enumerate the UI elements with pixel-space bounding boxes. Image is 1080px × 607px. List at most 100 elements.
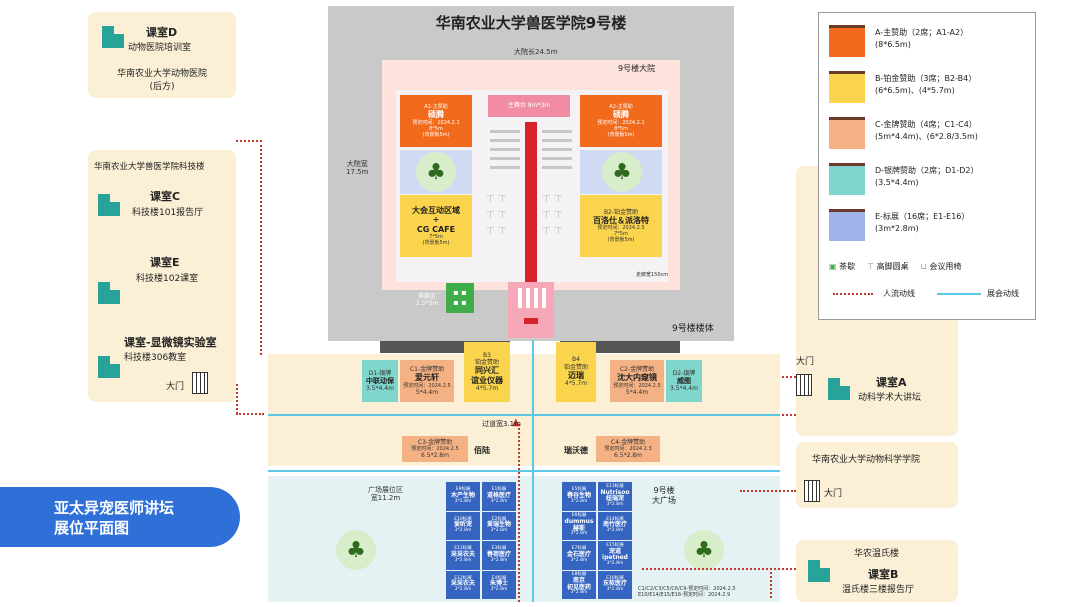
booth-b2-size: 7*5m xyxy=(614,231,628,238)
table-icon: ⊤ xyxy=(867,262,875,271)
booth-d2-tag: D2-银牌 xyxy=(672,369,696,377)
flow-line xyxy=(260,140,262,355)
booth-name: 朱博士 xyxy=(489,580,508,588)
booth-size: 3*2.8m xyxy=(454,557,472,563)
interactive-area-sub: 7*5m (背景板5m) xyxy=(422,234,450,247)
booth-c4-name: 瑞沃德 xyxy=(564,446,588,455)
building-icon xyxy=(828,376,850,400)
flow2-label: 展会动线 xyxy=(987,289,1019,298)
booth-name: 爱瑞生物 xyxy=(486,521,511,529)
tree-icon: ♣ xyxy=(416,152,456,192)
building-icon xyxy=(98,280,120,304)
booth-c3[interactable]: C3-金牌赞助 预定时间：2024.2.5 6.5*2.8m xyxy=(402,436,468,462)
booth-d1-size: 3.5*4.4m xyxy=(366,385,394,393)
booth-tag: E16标展 xyxy=(606,575,624,581)
building-icon xyxy=(808,558,830,582)
booth-size: 3*2.8m xyxy=(606,501,624,507)
furniture-row: ▣ 茶歇 ⊤ 高脚圆桌 ⊔ 会议用椅 xyxy=(829,261,1029,272)
animal-school-name: 华南农业大学动物科学学院 xyxy=(812,455,921,465)
booth-a1-name: 硕腾 xyxy=(428,110,444,120)
booth-name: 南竹医疗 xyxy=(602,521,627,529)
booth-b2-name: 百洛仕＆派洛特 xyxy=(593,215,649,225)
gate-icon xyxy=(192,372,208,394)
booth-tag: E12标展 xyxy=(454,575,472,581)
exhibit-flow-line xyxy=(532,340,534,602)
tea-icon: ▣ xyxy=(829,262,837,271)
interactive-area: 大会互动区域 + CG CAFE 7*5m (背景板5m) xyxy=(400,195,472,257)
legend-item: D-银牌赞助（2席；D1-D2） (3.5*4.4m) xyxy=(829,159,1029,199)
booth-c3-name: 佰陆 xyxy=(474,446,490,455)
booth-tag: E2标展 xyxy=(491,516,507,522)
legend-item: C-金牌赞助（4席；C1-C4） (5m*4.4m)、(6*2.8/3.5m) xyxy=(829,113,1029,153)
booth-c3-size: 6.5*2.8m xyxy=(421,452,449,459)
legend-text: D-银牌赞助（2席；D1-D2） (3.5*4.4m) xyxy=(875,166,979,187)
booth-d2[interactable]: D2-银牌 威图 3.5*4.4m xyxy=(666,360,702,402)
tea-area-label: 茶歇区 2.5*3m xyxy=(416,293,439,308)
booth-name: 东软医疗 xyxy=(602,580,627,588)
room-b-card: 华农温氏楼 课室B 温氏楼三楼报告厅 xyxy=(796,540,958,602)
room-b-title: 课室B xyxy=(868,568,899,581)
booth-a2-date: 预定时间：2024.2.1 xyxy=(597,119,645,126)
booth-a1-bg: (背景板5m) xyxy=(422,131,450,138)
legend-swatch xyxy=(829,25,865,57)
booth-tag: E14标展 xyxy=(606,516,624,522)
booth-size: 3*2.8m xyxy=(606,528,624,534)
room-d-card: 课室D 动物医院培训室 华南农业大学动物医院 (后方) xyxy=(88,12,236,98)
yard-width-label: 大院宽 17.5m xyxy=(346,160,369,177)
booth-d1[interactable]: D1-银牌 中联动保 3.5*4.4m xyxy=(362,360,398,402)
yard-label: 9号楼大院 xyxy=(618,64,656,73)
booth-d2-name: 威图 xyxy=(677,376,691,385)
booth-b4[interactable]: B4 铂金赞助 迈瑞 4*5.7m xyxy=(556,342,596,402)
flow-line xyxy=(236,384,238,414)
high-table-item: ⊤ 高脚圆桌 xyxy=(867,262,909,271)
booth-size: 3*2.8m xyxy=(606,560,624,566)
booth-a2[interactable]: A2-主赞助 硕腾 预定时间：2024.2.1 8*5m (背景板5m) xyxy=(580,95,662,147)
high-tables-right: ⊤ ⊤⊤ ⊤⊤ ⊤ xyxy=(542,194,563,237)
booth-name: 春谷生物 xyxy=(566,491,591,499)
booth-c4[interactable]: C4-金牌赞助 预定时间：2024.2.3 6.5*2.8m xyxy=(596,436,660,462)
flow-line xyxy=(740,490,796,492)
building-icon xyxy=(98,192,120,216)
booth-name: 宠道 ipetned xyxy=(602,547,628,562)
flow-line xyxy=(782,414,796,416)
banner-text: 亚太异宠医师讲坛 展位平面图 xyxy=(54,499,175,537)
room-microscope-sub: 科技楼306教室 xyxy=(124,353,187,363)
booth-c4-size: 6.5*2.8m xyxy=(614,452,642,459)
gate-label: 大门 xyxy=(166,382,185,392)
booth-a1[interactable]: A1-主赞助 硕腾 预定时间：2024.2.1 8*5m (背景板5m) xyxy=(400,95,472,147)
booth-b3[interactable]: B3 铂金赞助 同兴汇 谊业仪器 4*5.7m xyxy=(464,342,510,402)
booth-c4-tag: C4-金牌赞助 xyxy=(610,438,646,446)
booth-name: 木产生物 xyxy=(450,491,475,499)
booth-size: 3*2.8m xyxy=(454,587,472,593)
booth-b2[interactable]: B2-铂金赞助 百洛仕＆派洛特 预定时间：2024.2.5 7*5m (背景板5… xyxy=(580,195,662,257)
booth-b3-size: 4*5.7m xyxy=(475,385,499,393)
booth-size: 3*2.8m xyxy=(490,528,508,534)
room-microscope-title: 课室-显微镜实验室 xyxy=(124,336,217,349)
booth-a1-date: 预定时间：2024.2.1 xyxy=(412,119,460,126)
booth-c1-size: 5*4.4m xyxy=(415,388,439,396)
booth-c1[interactable]: C1-金牌赞助 爱元轩 预定时间：2024.2.5 5*4.4m xyxy=(400,360,454,402)
booth-c2[interactable]: C2-金牌赞助 沈大内窥镜 预定时间：2024.2.5 5*4.4m xyxy=(610,360,664,402)
booth-tag: E8标展 xyxy=(571,572,587,578)
booth-size: 3*2.8m xyxy=(490,587,508,593)
booth-size: 3*2.8m xyxy=(490,498,508,504)
